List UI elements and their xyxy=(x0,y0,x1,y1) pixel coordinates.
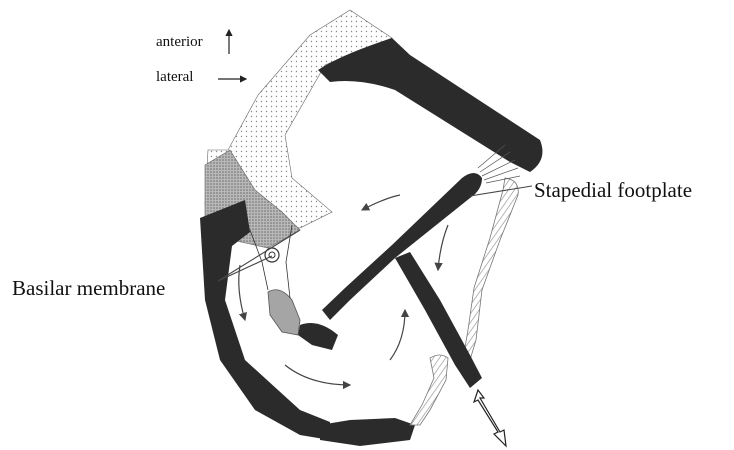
stapedial-footplate-label: Stapedial footplate xyxy=(534,178,692,203)
stapes-crus-upper xyxy=(322,173,482,320)
lateral-label: lateral xyxy=(156,69,193,86)
anterior-label: anterior xyxy=(156,34,203,51)
vibration-double-arrow xyxy=(474,390,506,446)
bottom-bone xyxy=(320,418,415,446)
lower-membrane xyxy=(410,355,448,425)
basilar-membrane-structure xyxy=(268,290,300,335)
round-window-membrane xyxy=(462,178,518,365)
upper-bone-bar xyxy=(318,38,542,172)
stapes-foot xyxy=(298,323,338,350)
basilar-membrane-label: Basilar membrane xyxy=(12,276,165,301)
